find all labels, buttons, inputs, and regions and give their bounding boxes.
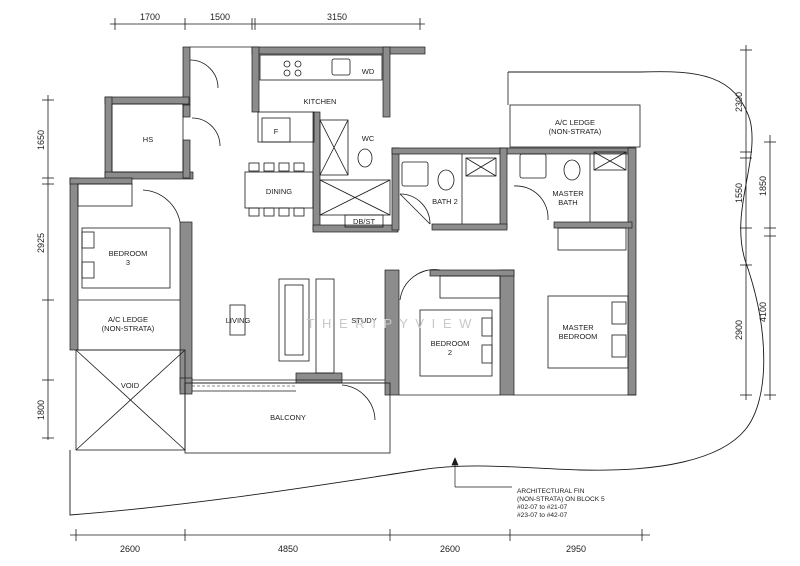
label-master-bath-2: BATH [558,198,577,207]
label-master-bedroom-1: MASTER [562,323,594,332]
label-wc: WC [362,134,375,143]
architectural-fin-outline [69,71,765,516]
label-study: STUDY [351,316,376,325]
dimension-lines [42,18,776,541]
dim-right-2300: 2300 [734,92,744,112]
fin-note-line-3: #02-07 to #21-07 [517,504,568,511]
label-fridge: F [274,127,279,136]
fin-note-line-1: ARCHITECTURAL FIN [517,488,585,495]
dim-bottom-2950: 2950 [566,544,586,554]
dim-top-1500: 1500 [210,12,230,22]
label-living: LIVING [226,316,251,325]
label-master-bath-1: MASTER [552,189,584,198]
label-ac-ledge-top-1: A/C LEDGE [555,118,595,127]
fin-note-line-4: #23-07 to #42-07 [517,512,568,519]
watermark: T H E R I P Y V I E W [307,316,474,331]
label-bath2: BATH 2 [432,197,458,206]
label-dbst: DB/ST [353,217,376,226]
dim-right-1850: 1850 [758,176,768,196]
label-void: VOID [121,381,140,390]
dim-right-1550: 1550 [734,183,744,203]
label-bedroom3-1: BEDROOM [109,249,148,258]
room-outlines [75,46,641,454]
dim-bottom-4850: 4850 [278,544,298,554]
dim-bottom-2600a: 2600 [120,544,140,554]
dim-right-4100: 4100 [758,302,768,322]
dim-top-3150: 3150 [327,12,347,22]
label-ac-ledge-left-2: (NON-STRATA) [102,324,155,333]
label-wd: WD [362,67,375,76]
label-hs: HS [143,135,153,144]
fin-note-line-2: (NON-STRATA) ON BLOCK 5 [517,496,605,503]
label-master-bedroom-2: BEDROOM [559,332,598,341]
label-dining: DINING [266,187,292,196]
dim-bottom-2600b: 2600 [440,544,460,554]
label-ac-ledge-left-1: A/C LEDGE [108,315,148,324]
dim-left-1800: 1800 [36,400,46,420]
walls [69,46,637,396]
label-ac-ledge-top-2: (NON-STRATA) [549,127,602,136]
dim-left-1650: 1650 [36,130,46,150]
label-bedroom2-2: 2 [448,348,452,357]
dim-right-2900: 2900 [734,320,744,340]
fin-leader [451,457,512,488]
label-bedroom3-2: 3 [126,258,130,267]
dim-top-1700: 1700 [140,12,160,22]
dim-left-2925: 2925 [36,233,46,253]
label-balcony: BALCONY [270,413,306,422]
label-bedroom2-1: BEDROOM [431,339,470,348]
label-kitchen: KITCHEN [304,97,337,106]
